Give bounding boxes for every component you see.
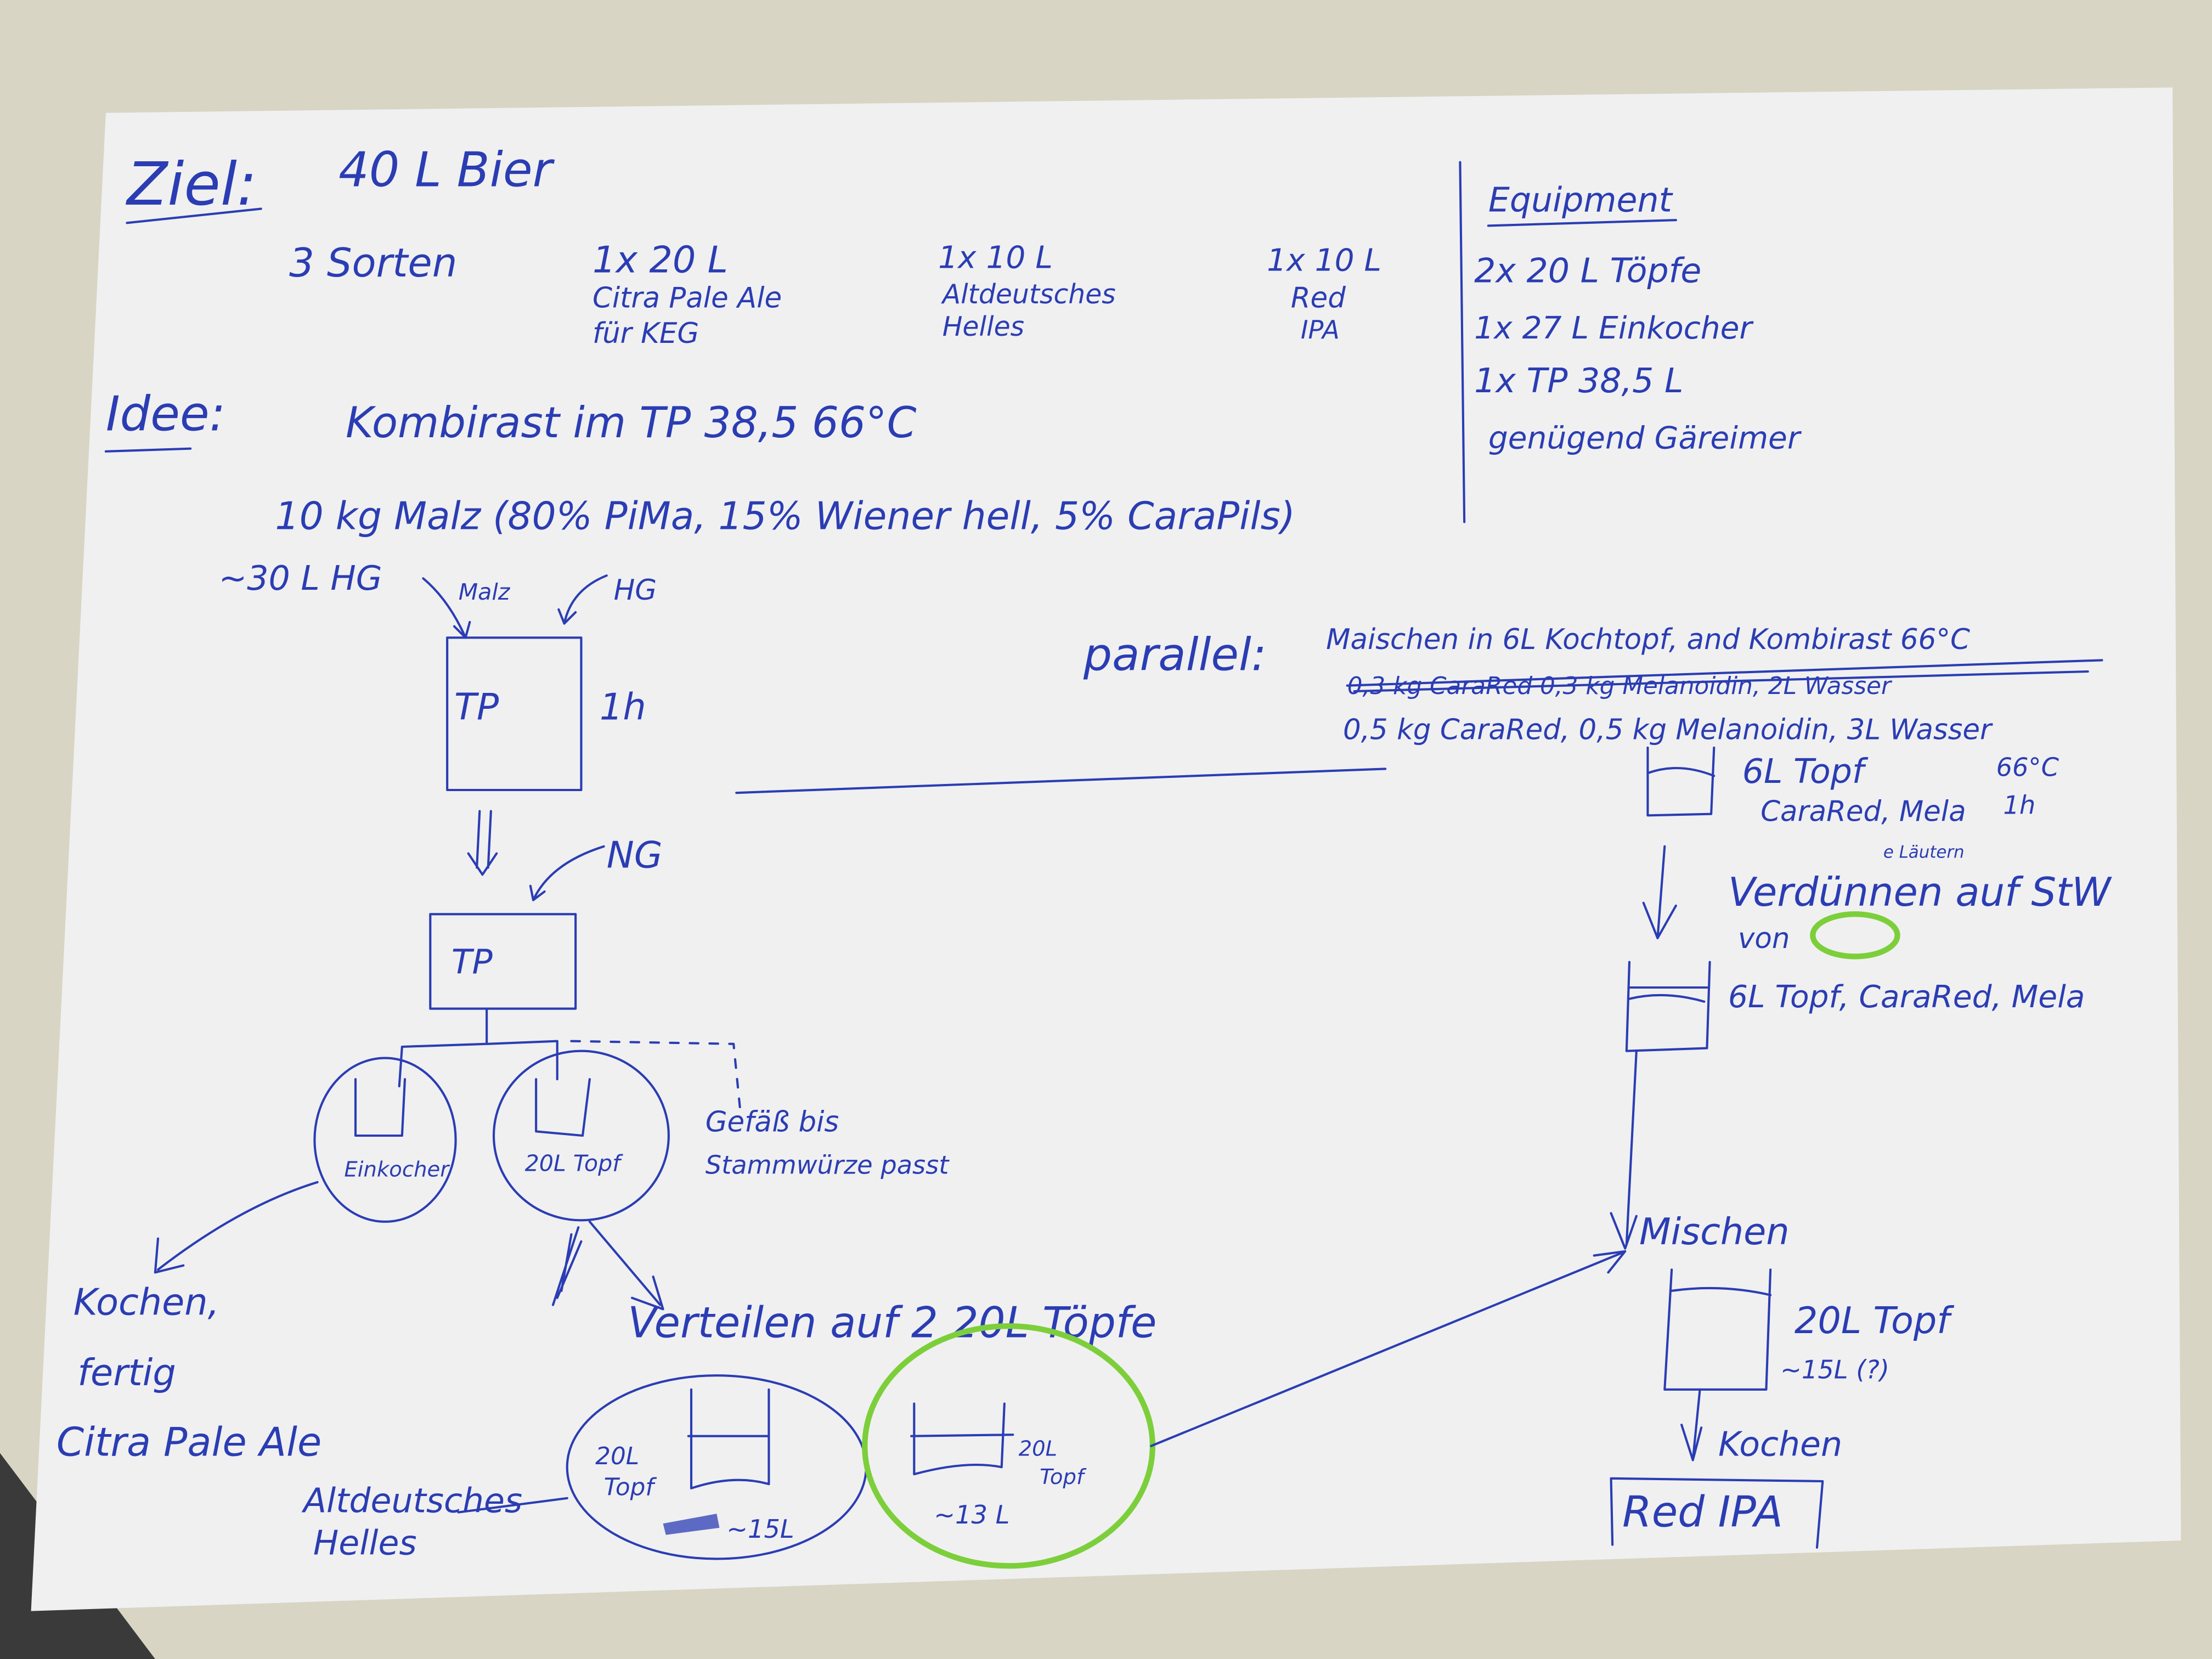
pot-icon (535, 1078, 591, 1137)
equipment-item: 1x TP 38,5 L (1474, 361, 1683, 400)
pot2-label: 6L Topf, CaraRed, Mela (1728, 979, 2085, 1015)
parallel-label: parallel: (1083, 629, 1267, 681)
beer-name: Helles (313, 1523, 417, 1563)
malz-label: Malz (459, 579, 511, 605)
topf-label: 20L Topf (525, 1150, 624, 1176)
tp-box (446, 636, 583, 792)
sort-note: Helles (943, 311, 1024, 342)
boil-label: Kochen (1718, 1425, 1842, 1464)
double-arrow-icon (467, 810, 498, 876)
arrow-icon (1610, 1049, 1638, 1250)
tp-label: TP (452, 942, 493, 981)
arrow-icon (1680, 1388, 1703, 1462)
vessel-note: Stammwürze passt (706, 1150, 950, 1180)
strikethrough (1346, 659, 2103, 693)
sort-amount: 1x 20 L (592, 238, 728, 281)
arrow-icon (557, 574, 608, 625)
paper-sheet (31, 87, 2181, 1611)
hg-label: HG (614, 574, 657, 607)
result-box (1610, 1477, 1824, 1549)
equipment-item: genügend Gäreimer (1488, 420, 1802, 456)
tp-time: 1h (600, 685, 646, 728)
pot-a-volume: ~15L (726, 1514, 794, 1544)
blank-highlight (1810, 911, 1900, 960)
pot-icon (910, 1402, 1014, 1476)
parallel-line1: Maischen in 6L Kochtopf, and Kombirast 6… (1326, 623, 1970, 656)
pot-b-volume: ~13 L (934, 1500, 1009, 1530)
vessel-note: Gefäß bis (706, 1105, 839, 1138)
pot3-label: 20L Topf (1795, 1299, 1954, 1342)
equipment-item: 2x 20 L Töpfe (1474, 251, 1701, 290)
idea-underline (104, 447, 192, 453)
scribble (663, 1514, 720, 1535)
sort-note: für KEG (592, 317, 699, 350)
arrow-icon (1642, 845, 1677, 940)
topf-circle (492, 1049, 670, 1222)
pot3-volume: ~15L (?) (1780, 1355, 1889, 1384)
goal-target: 40 L Bier (338, 142, 555, 198)
pot-b-label: 20L (1019, 1437, 1058, 1462)
ng-label: NG (607, 833, 663, 876)
einkocher-label: Einkocher (344, 1158, 450, 1182)
connector-line (457, 1497, 568, 1514)
goal-underline (126, 207, 262, 224)
pot-icon (1646, 746, 1716, 817)
dilute-von: von (1738, 922, 1790, 955)
water-label: ~30 L HG (219, 558, 382, 598)
idea-label: Idee: (106, 386, 225, 442)
sort-name: Citra Pale Ale (592, 282, 782, 315)
separator-line (735, 768, 1387, 794)
pot1-malt: CaraRed, Mela (1760, 795, 1966, 828)
result-line: Kochen, (74, 1281, 219, 1324)
equipment-title: Equipment (1488, 180, 1674, 220)
pot1-temp: 66°C (1996, 752, 2059, 782)
dotted-branch (570, 1040, 742, 1116)
arrow-icon (154, 1181, 319, 1274)
equipment-item: 1x 27 L Einkocher (1474, 310, 1754, 346)
tp-box (429, 913, 577, 1010)
mix-label: Mischen (1639, 1210, 1790, 1253)
goal-label: Ziel: (125, 150, 257, 219)
idea-line2: 10 kg Malz (80% PiMa, 15% Wiener hell, 5… (275, 494, 1295, 538)
result-line: Citra Pale Ale (57, 1419, 321, 1465)
arrow-icon (529, 845, 605, 901)
sort-amount: 1x 10 L (938, 240, 1053, 276)
pot-icon (1663, 1268, 1772, 1391)
pot-a-label: Topf (604, 1474, 657, 1502)
dilute-label: Verdünnen auf StW (1728, 869, 2112, 915)
pot-icon (1625, 961, 1711, 1052)
einkocher-circle (313, 1057, 457, 1223)
sort-amount: 1x 10 L (1267, 242, 1381, 279)
sort-name: Altdeutsches (941, 279, 1116, 310)
connector-arrow (1150, 1250, 1627, 1447)
beer-name: Altdeutsches (301, 1481, 522, 1521)
sort-name: Red (1291, 282, 1346, 315)
dilute-insert: e Läutern (1883, 842, 1965, 862)
equipment-underline (1487, 219, 1677, 227)
result-label: Red IPA (1622, 1487, 1783, 1537)
tp-label: TP (454, 685, 499, 728)
scribble (551, 1226, 583, 1306)
idea-line1: Kombirast im TP 38,5 66°C (346, 398, 917, 448)
pot-a-label: 20L (595, 1442, 639, 1470)
pot-icon (687, 1388, 770, 1489)
sorts-label: 3 Sorten (289, 240, 457, 286)
equipment-divider (1459, 161, 1466, 523)
result-line: fertig (77, 1351, 176, 1394)
pot1-time: 1h (2003, 791, 2035, 820)
parallel-line2: 0,5 kg CaraRed, 0,5 kg Melanoidin, 3L Wa… (1343, 713, 1993, 746)
branch-line (398, 1007, 558, 1088)
pot-icon (354, 1078, 407, 1137)
pot-b-label: Topf (1040, 1465, 1087, 1489)
pot1-label: 6L Topf (1742, 752, 1869, 791)
arrow-icon (588, 1220, 664, 1311)
sort-note: IPA (1301, 315, 1340, 345)
